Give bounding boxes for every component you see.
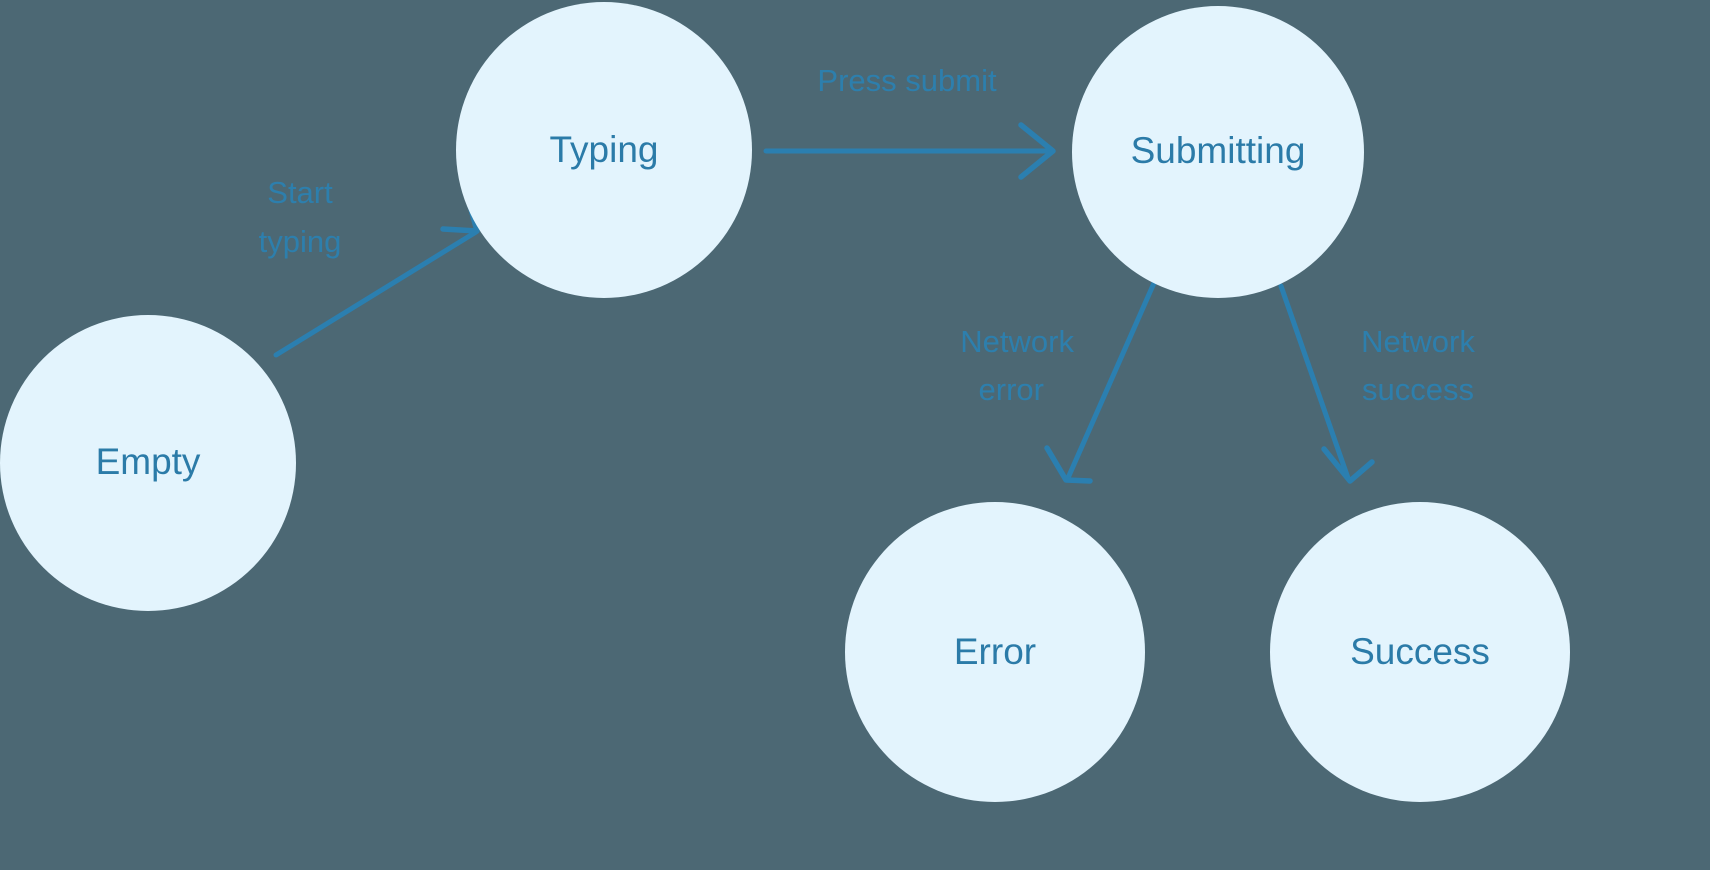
edge-label-start-typing-line1: Start [267, 175, 333, 210]
node-submitting-circle [1072, 6, 1364, 298]
edge-submitting-to-error[interactable]: Network error [960, 280, 1157, 484]
edge-typing-to-submitting[interactable]: Press submit [763, 63, 1056, 180]
node-error-label: Error [954, 631, 1036, 672]
node-empty-circle [0, 315, 296, 611]
edge-empty-to-typing-line [273, 229, 479, 358]
edge-submitting-to-success-line [1278, 283, 1351, 481]
node-success-circle [1270, 502, 1570, 802]
node-typing-label: Typing [549, 129, 658, 170]
edge-empty-to-typing[interactable]: Start typing [259, 175, 480, 358]
node-typing-circle [456, 2, 752, 298]
edge-label-start-typing-line2: typing [259, 224, 342, 259]
node-submitting-label: Submitting [1131, 130, 1306, 171]
node-empty[interactable]: Empty [0, 315, 296, 611]
node-error-circle [845, 502, 1145, 802]
node-success[interactable]: Success [1270, 502, 1570, 802]
edge-submitting-to-error-line [1065, 280, 1157, 481]
edge-label-network-error-line1: Network [960, 324, 1074, 359]
edge-label-press-submit: Press submit [817, 63, 997, 98]
edge-submitting-to-error-arrowhead [1044, 445, 1093, 484]
edge-label-network-error-line2: error [979, 372, 1044, 407]
edge-label-network-success-line1: Network [1361, 324, 1475, 359]
edge-label-network-success-line2: success [1362, 372, 1474, 407]
node-submitting[interactable]: Submitting [1072, 6, 1364, 298]
edge-submitting-to-success-arrowhead [1321, 446, 1375, 484]
edge-submitting-to-success[interactable]: Network success [1278, 283, 1475, 484]
node-empty-label: Empty [96, 441, 201, 482]
node-error[interactable]: Error [845, 502, 1145, 802]
node-success-label: Success [1350, 631, 1490, 672]
edge-typing-to-submitting-arrowhead [1018, 122, 1056, 180]
node-typing[interactable]: Typing [456, 2, 752, 298]
